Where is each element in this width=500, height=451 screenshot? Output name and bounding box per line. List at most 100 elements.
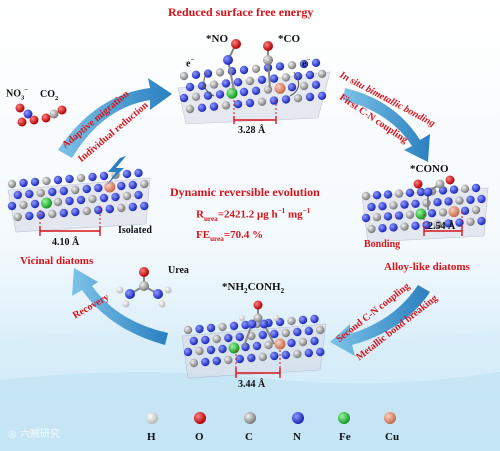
atom: [82, 206, 92, 216]
atom: [59, 208, 68, 218]
atom: [405, 210, 415, 219]
atom: [71, 185, 80, 195]
atom: [405, 188, 415, 197]
atom: [444, 197, 453, 206]
arrow-top-to-right: [343, 88, 430, 162]
atom: [293, 349, 302, 359]
legend-swatch-h: [146, 412, 158, 424]
atom: [209, 80, 219, 89]
atom: [99, 193, 109, 203]
atom: [317, 69, 327, 79]
atom: [311, 58, 321, 67]
atom: [206, 323, 216, 333]
atom: [251, 64, 261, 74]
adsorbate-top: [223, 39, 273, 91]
arrow-left-to-top: [58, 78, 172, 158]
atom: [304, 326, 313, 336]
atom: [400, 200, 409, 209]
atom: [88, 172, 97, 182]
atom: [383, 212, 393, 221]
legend-swatch-fe: [338, 412, 350, 424]
atom: [201, 357, 210, 367]
atom: [94, 183, 103, 193]
atom: [48, 209, 57, 219]
atom: [7, 179, 17, 189]
atom: [269, 96, 279, 105]
atom: [299, 59, 309, 69]
label-no-adsorbate: *NO: [206, 33, 228, 45]
atom: [383, 190, 393, 199]
atom: [140, 179, 149, 189]
legend-label-h: H: [147, 431, 156, 443]
label-electron-left: e−: [186, 57, 195, 70]
center-fe: FEurea=70.4 %: [196, 229, 264, 244]
atom: [226, 87, 238, 99]
adsorbate-bottom: [239, 300, 279, 347]
label-isolated: Isolated: [118, 225, 152, 236]
atom: [235, 332, 244, 342]
atom: [195, 324, 204, 334]
atom: [293, 94, 303, 103]
atom: [221, 79, 231, 88]
center-rate: Rurea=2421.2 μg h−1 mg−1: [196, 207, 311, 223]
atom: [82, 184, 92, 194]
atom: [122, 169, 132, 179]
distance-bottom: 3.44 Å: [238, 379, 266, 390]
label-urea: Urea: [168, 265, 189, 276]
atom: [287, 316, 296, 326]
atom: [247, 353, 256, 363]
atom: [25, 211, 34, 221]
atom: [36, 188, 45, 198]
watermark: ◎ 六贼研究: [8, 429, 60, 440]
atom: [263, 85, 273, 94]
urea-molecule: [116, 267, 172, 308]
title-reduced-energy: Reduced surface free energy: [168, 5, 314, 19]
atom: [444, 219, 453, 228]
atom: [48, 187, 57, 197]
atom: [477, 194, 486, 204]
atom: [25, 189, 34, 199]
electron-transfer-arrows: [203, 71, 300, 97]
atom: [298, 337, 308, 347]
caption-vicinal-diatoms: Vicinal diatoms: [20, 255, 94, 267]
atom: [122, 191, 132, 201]
atom: [53, 175, 63, 185]
atom-layer: [7, 58, 486, 368]
atom: [416, 187, 426, 197]
atom: [281, 95, 291, 104]
atom: [209, 102, 219, 111]
atom: [281, 73, 291, 82]
atom: [415, 208, 427, 220]
atom: [59, 186, 68, 196]
atom: [448, 206, 460, 218]
atom: [212, 356, 221, 366]
atom: [361, 191, 371, 201]
atom: [13, 190, 22, 200]
atom: [99, 171, 109, 181]
atom: [438, 208, 448, 217]
atom: [281, 350, 290, 360]
atom: [239, 65, 249, 75]
atom: [65, 174, 74, 184]
label-bonding: Bonding: [364, 239, 401, 250]
atom: [310, 314, 319, 324]
atom: [299, 81, 309, 91]
atom: [422, 198, 431, 208]
cycle-arrows: [58, 78, 430, 356]
atom: [65, 196, 74, 206]
atom: [41, 197, 52, 209]
atom: [241, 320, 250, 330]
atom: [128, 202, 137, 212]
legend-swatch-n: [292, 412, 304, 424]
atom: [189, 336, 198, 346]
atom: [224, 355, 233, 365]
atom: [228, 342, 240, 354]
atom: [274, 338, 286, 350]
atom: [389, 201, 398, 210]
atom: [53, 197, 63, 207]
atom: [76, 173, 86, 183]
atom: [310, 336, 319, 346]
atom: [477, 216, 486, 226]
atom: [201, 335, 210, 345]
